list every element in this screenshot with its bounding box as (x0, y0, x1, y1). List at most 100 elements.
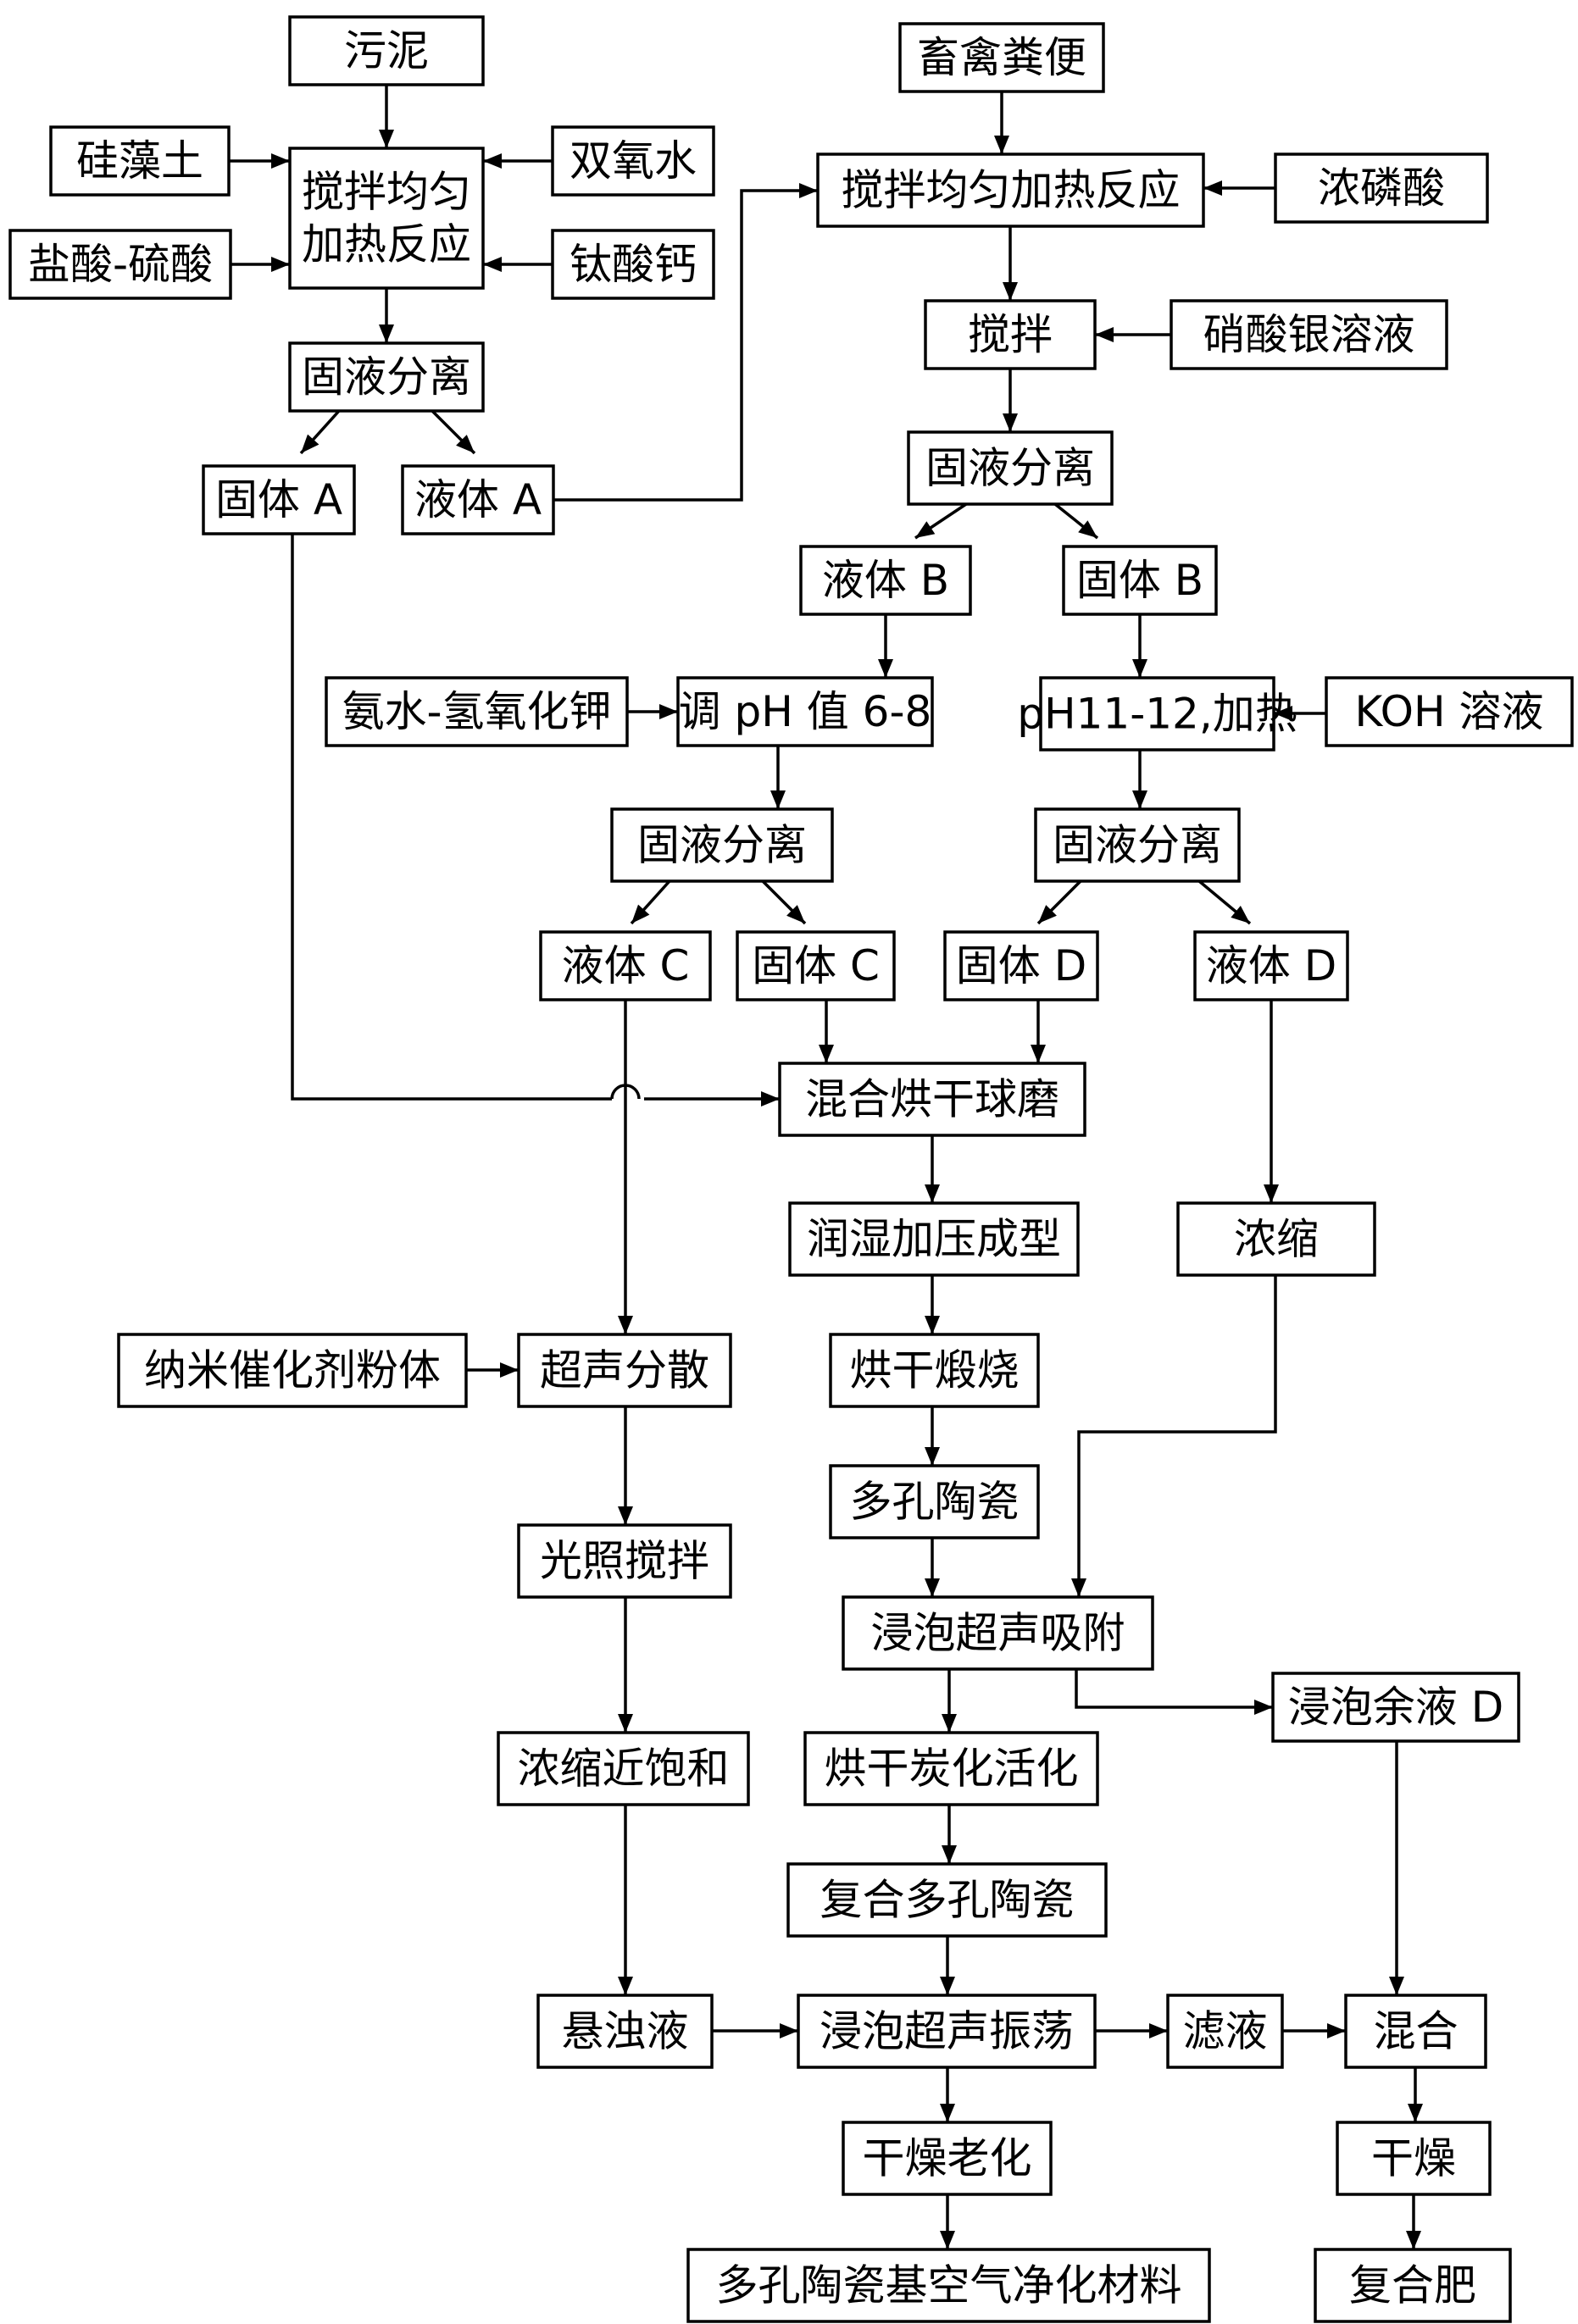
node-anshui-box (325, 676, 629, 747)
node-tanhua: 烘干炭化活化 (803, 1731, 1099, 1806)
connector-jinpaoyu-to-hunhe2-arrowhead (1389, 1977, 1404, 1995)
node-jinpao1-label: 浸泡超声吸附 (871, 1609, 1125, 1658)
connector-xiaosuanyin-to-jiaoban3 (1095, 327, 1171, 342)
node-gyfl4-box (1034, 807, 1241, 883)
node-ph1112-label: pH11-12,加热 (1017, 690, 1297, 739)
node-nongsuo2-label: 浓缩近饱和 (518, 1744, 730, 1794)
node-lvye: 滤液 (1166, 1994, 1284, 2069)
node-xuanzhuo-box (536, 1994, 714, 2069)
node-nongsuo2: 浓缩近饱和 (497, 1731, 750, 1806)
connector-koh-to-ph1112-arrowhead (1274, 706, 1292, 721)
node-hunhe2: 混合 (1344, 1994, 1487, 2069)
node-gutiD-box (943, 930, 1099, 1001)
node-cailiao-label: 多孔陶瓷基空气净化材料 (716, 2261, 1182, 2310)
connector-nongsuo2-to-xuanzhuo (618, 1805, 633, 1995)
connector-jinpao1-to-jinpaoyu-line (1075, 1669, 1273, 1709)
node-gutiA-label: 固体 A (215, 475, 342, 524)
node-laohua: 干燥老化 (842, 2121, 1053, 2196)
node-gutiC-label: 固体 C (752, 941, 880, 990)
node-jiaoban3-label: 搅拌 (968, 310, 1053, 359)
node-koh-box (1325, 676, 1574, 747)
connector-gutiA-to-hunhe1-line (291, 534, 612, 1101)
connector-lvye-to-hunhe2-arrowhead (1327, 2023, 1346, 2038)
node-fuhe: 复合多孔陶瓷 (786, 1862, 1108, 1938)
connector-xuanzhuo-to-zhendang-arrowhead (780, 2023, 798, 2038)
connector-gutiB-to-ph1112-arrowhead (1132, 659, 1147, 678)
flow-connectors (229, 85, 1423, 2249)
node-duokong: 多孔陶瓷 (829, 1464, 1040, 1539)
node-gutiC: 固体 C (736, 930, 896, 1001)
node-chaosheng-label: 超声分散 (540, 1346, 709, 1395)
connector-yetiB-to-tiaoph (878, 614, 893, 678)
node-ganzao: 干燥 (1336, 2121, 1492, 2196)
connector-gutiD-to-hunhe1-arrowhead (1031, 1045, 1046, 1063)
connector-laohua-to-cailiao-arrowhead (940, 2231, 955, 2249)
connector-yansuan-to-jiaoban1 (231, 257, 290, 272)
node-gyfl1-box (288, 341, 485, 413)
node-laohua-label: 干燥老化 (863, 2134, 1032, 2183)
node-nami: 纳米催化剂粉体 (117, 1333, 468, 1408)
node-zhendang-box (797, 1994, 1097, 2069)
node-chaosheng: 超声分散 (517, 1333, 732, 1408)
connector-shuangyangshui-to-jiaoban1 (483, 153, 553, 169)
node-ganzao-label: 干燥 (1371, 2134, 1456, 2183)
connector-jinpao1-to-jinpaoyu (1075, 1669, 1273, 1715)
node-duokong-box (829, 1464, 1040, 1539)
connector-nonglinsuan-to-jiaoban2-arrowhead (1203, 180, 1222, 196)
node-gyfl2: 固液分离 (907, 430, 1114, 506)
connector-nongsuo2-to-xuanzhuo-arrowhead (618, 1977, 633, 1995)
node-nami-box (117, 1333, 468, 1408)
connector-gyfl2-to-yetiB-arrowhead (915, 521, 936, 538)
node-nonglinsuan-box (1274, 153, 1489, 224)
connector-yetiC-to-chaosheng (618, 1000, 633, 1334)
node-yansuan: 盐酸-硫酸 (8, 229, 232, 300)
connector-gyfl1-to-gutiA-arrowhead (301, 434, 319, 453)
connector-fuhe-to-zhendang (940, 1936, 955, 1995)
connector-nami-to-chaosheng-arrowhead (500, 1362, 519, 1378)
node-yansuan-box (8, 229, 232, 300)
connector-guizaotu-to-jiaoban1-arrowhead (271, 153, 290, 169)
connector-tiaoph-to-gyfl3-arrowhead (770, 790, 786, 809)
connector-gutiD-to-hunhe1 (1031, 1000, 1046, 1063)
connector-gutiC-to-hunhe1 (819, 1000, 834, 1063)
node-ganzao-box (1336, 2121, 1492, 2196)
node-nongsuo: 浓缩 (1176, 1201, 1376, 1277)
connector-guangzhao-to-nongsuo2-arrowhead (618, 1714, 633, 1733)
node-yetiA-label: 液体 A (414, 475, 542, 524)
node-zhendang: 浸泡超声振荡 (797, 1994, 1097, 2069)
node-nonglinsuan: 浓磷酸 (1274, 153, 1489, 224)
node-gyfl1: 固液分离 (288, 341, 485, 413)
node-hunhe1-label: 混合烘干球磨 (805, 1075, 1059, 1124)
node-feiliao: 复合肥 (1314, 2248, 1512, 2323)
connector-jiaoban3-to-gyfl2-arrowhead (1003, 413, 1018, 432)
node-gyfl4: 固液分离 (1034, 807, 1241, 883)
node-feiliao-label: 复合肥 (1349, 2261, 1476, 2310)
connector-koh-to-ph1112 (1274, 706, 1326, 721)
node-yetiB-label: 液体 B (822, 556, 949, 605)
node-jinpaoyu-label: 浸泡余液 D (1288, 1683, 1503, 1732)
connector-jinpao1-to-tanhua-arrowhead (942, 1714, 957, 1733)
connector-yetiD-to-nongsuo (1264, 1000, 1279, 1203)
connector-zhendang-to-lvye-arrowhead (1149, 2023, 1168, 2038)
connector-wuni-to-jiaoban1-arrowhead (379, 130, 394, 148)
connector-chuqin-to-jiaoban2-arrowhead (994, 136, 1009, 154)
node-tiaoph-box (676, 676, 934, 747)
node-gutiD-label: 固体 D (956, 941, 1086, 990)
node-gyfl3-box (610, 807, 834, 883)
node-xuanzhuo-label: 悬浊液 (562, 2007, 689, 2056)
connector-runshi-to-honggan-arrowhead (925, 1316, 940, 1334)
node-jiaoban2-box (816, 153, 1205, 228)
connector-duokong-to-jinpao1 (925, 1538, 940, 1597)
connector-jiaoban1-to-gyfl1-arrowhead (379, 324, 394, 343)
node-yetiD-label: 液体 D (1206, 941, 1336, 990)
node-guangzhao-label: 光照搅拌 (540, 1537, 709, 1586)
connector-duokong-to-jinpao1-arrowhead (925, 1578, 940, 1597)
connector-jiaoban3-to-gyfl2 (1003, 369, 1018, 432)
node-yetiC-box (539, 930, 712, 1001)
node-wuni-label: 污泥 (344, 26, 429, 75)
node-shuangyangshui-box (551, 125, 715, 197)
node-koh: KOH 溶液 (1325, 676, 1574, 747)
node-jinpaoyu: 浸泡余液 D (1271, 1672, 1520, 1743)
connector-yansuan-to-jiaoban1-arrowhead (271, 257, 290, 272)
